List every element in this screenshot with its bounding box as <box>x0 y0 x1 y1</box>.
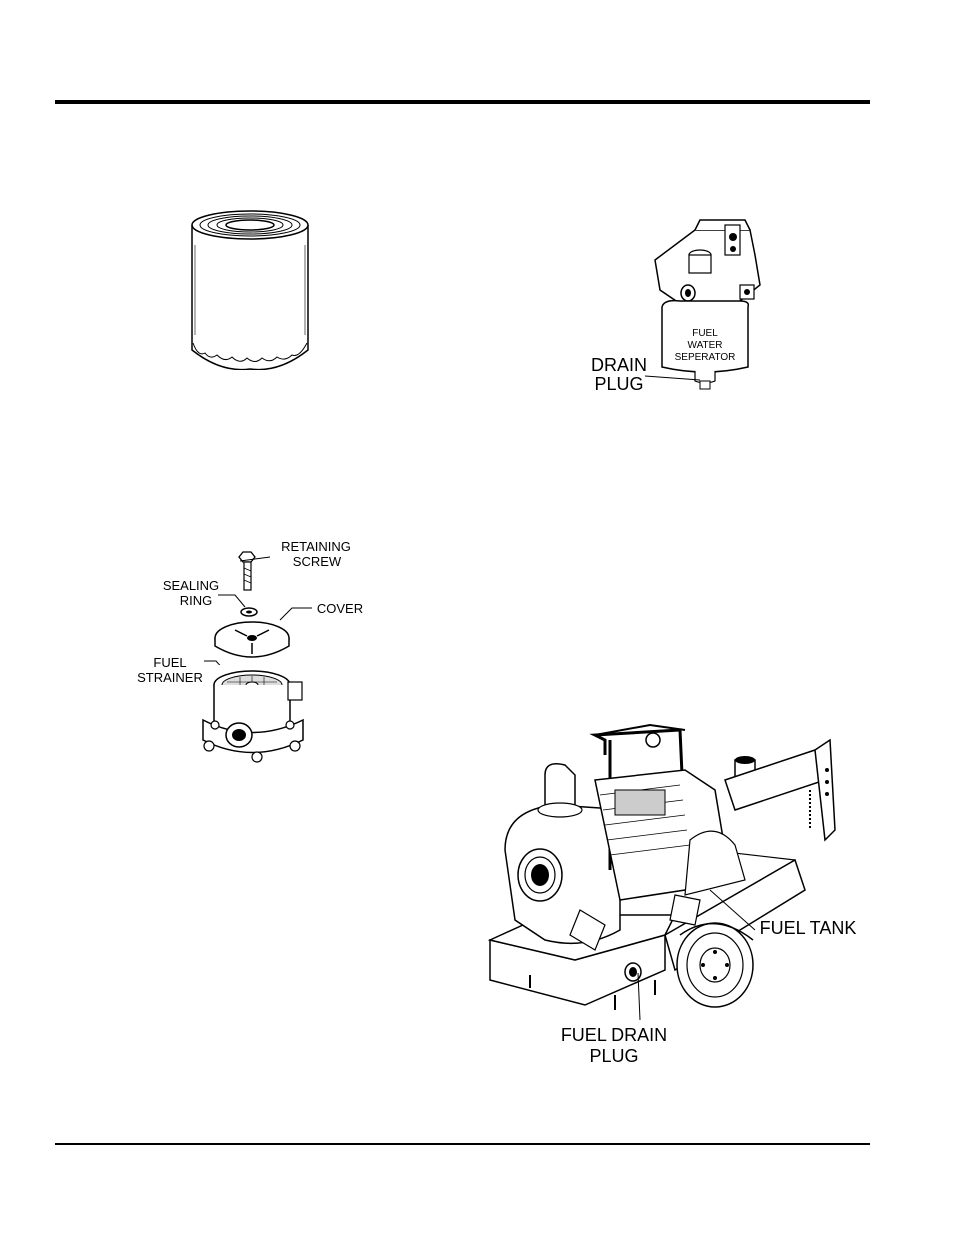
footer-rule <box>55 1143 870 1145</box>
fuel-drain-plug-label-line2: PLUG <box>578 1047 650 1066</box>
header-rule <box>55 100 870 104</box>
strainer-leader-lines <box>180 545 330 665</box>
fuel-filter-illustration <box>185 205 315 370</box>
separator-label-water: WATER <box>680 341 730 352</box>
drain-plug-label-line2: PLUG <box>585 375 653 394</box>
separator-label-separator: SEPERATOR <box>665 353 745 364</box>
pump-trailer-leader-lines <box>600 870 770 1030</box>
fuel-water-separator-illustration: FUEL WATER SEPERATOR <box>650 215 770 395</box>
separator-label-fuel: FUEL <box>685 329 725 340</box>
drain-plug-label-line1: DRAIN <box>585 356 653 375</box>
drain-plug-leader <box>645 372 705 384</box>
fuel-strainer-label-line2: STRAINER <box>133 671 207 685</box>
